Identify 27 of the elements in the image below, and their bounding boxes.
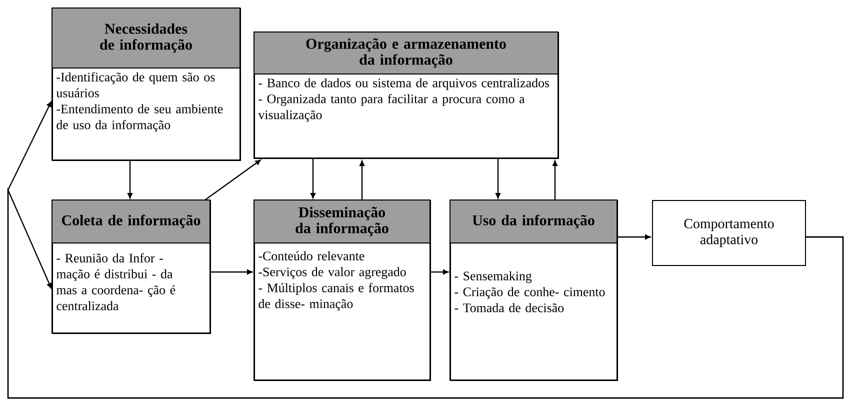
arrow (496, 159, 500, 198)
arrow (310, 159, 316, 198)
bullet-text: - Criação de conhe- cimento (454, 287, 605, 299)
box-heading: Uso da informação (472, 214, 594, 228)
arrow (360, 160, 364, 200)
bullet-text: -Conteúdo relevante (258, 251, 364, 260)
arrow (618, 234, 650, 240)
arrow (128, 161, 132, 198)
box-heading: Coleta de informação (62, 214, 200, 228)
process-box: Comportamento adaptativo (652, 200, 806, 266)
bullet-text: -Serviços de valor agregado (258, 267, 406, 279)
box-heading: Disseminação da informação (296, 206, 388, 236)
arrow (211, 270, 252, 274)
arrow (431, 270, 448, 274)
arrow (552, 160, 558, 200)
bullet-text: -Entendimento de seu ambiente de uso da informação (56, 104, 223, 132)
bullet-text: - Organizada tanto para facilitar a procura como a visualização (258, 94, 525, 122)
bullet-text: - Reunião da Infor - mação é distribui - da mas a coordena- ção é centralizada (56, 253, 176, 310)
box-heading: Necessidades de informação (100, 23, 192, 53)
box-heading: Organização e armazenamento da informação (306, 38, 506, 68)
bullet-text: - Banco de dados ou sistema de arquivos centralizados (258, 78, 550, 90)
arrow (204, 160, 261, 200)
arrow (7, 187, 844, 399)
bullet-text: - Múltiplos canais e formatos de disse- minação (258, 282, 414, 311)
bullet-text: - Sensemaking (454, 271, 532, 283)
bullet-text: -Identificação de quem são os usuários (56, 72, 215, 98)
bullet-text: - Tomada de decisão (454, 303, 564, 312)
